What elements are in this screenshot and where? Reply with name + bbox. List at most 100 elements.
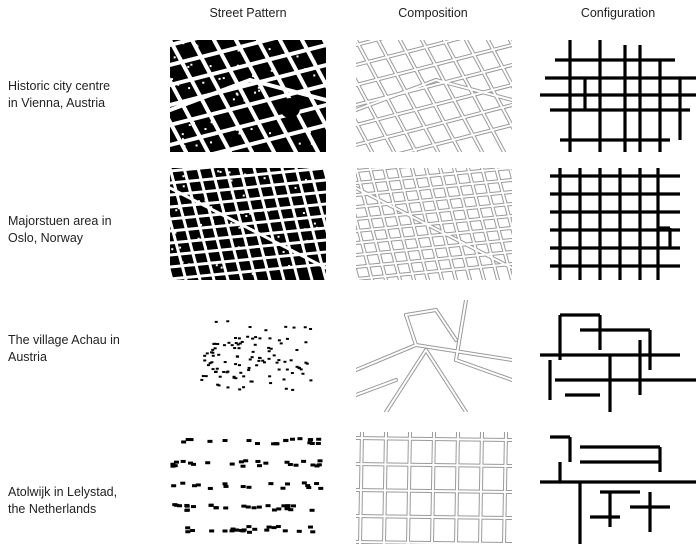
row-label-atolwijk: Atolwijk in Lelystad, the Netherlands bbox=[8, 484, 168, 518]
street-line bbox=[369, 168, 401, 280]
building bbox=[277, 339, 281, 342]
building bbox=[284, 325, 288, 328]
courtyard bbox=[304, 68, 307, 71]
courtyard bbox=[269, 220, 272, 223]
building bbox=[301, 481, 307, 485]
building bbox=[281, 504, 287, 508]
building bbox=[268, 337, 272, 340]
courtyard bbox=[242, 194, 245, 197]
building bbox=[236, 355, 240, 358]
building bbox=[238, 528, 244, 532]
building bbox=[284, 387, 288, 390]
building bbox=[203, 359, 207, 362]
courtyard bbox=[174, 231, 177, 234]
building bbox=[210, 361, 214, 364]
building bbox=[280, 486, 286, 490]
building bbox=[275, 361, 279, 364]
building bbox=[285, 507, 291, 511]
courtyard bbox=[238, 226, 241, 229]
courtyard bbox=[211, 219, 214, 222]
building bbox=[252, 527, 258, 531]
composition-map-achau bbox=[356, 300, 512, 412]
building bbox=[177, 504, 183, 508]
building bbox=[236, 343, 240, 346]
courtyard bbox=[235, 92, 238, 95]
building bbox=[307, 525, 313, 529]
courtyard bbox=[210, 206, 213, 209]
building bbox=[269, 347, 273, 350]
building bbox=[267, 357, 271, 360]
building bbox=[216, 343, 220, 346]
building bbox=[261, 359, 265, 362]
courtyard bbox=[259, 209, 262, 212]
building bbox=[256, 464, 262, 468]
building bbox=[255, 459, 261, 463]
street-line bbox=[425, 168, 457, 280]
courtyard bbox=[188, 263, 191, 266]
building bbox=[257, 359, 261, 362]
row-label-line: Oslo, Norway bbox=[8, 231, 84, 245]
building bbox=[200, 378, 204, 381]
building bbox=[246, 485, 252, 489]
street-line bbox=[481, 168, 512, 280]
building bbox=[195, 483, 201, 487]
courtyard bbox=[182, 42, 185, 45]
building bbox=[318, 486, 324, 490]
street-line bbox=[385, 349, 427, 412]
building bbox=[246, 335, 250, 338]
courtyard bbox=[281, 53, 284, 56]
row-label-line: Historic city centre bbox=[8, 79, 111, 93]
building bbox=[237, 364, 241, 367]
composition-drawing bbox=[356, 432, 512, 544]
courtyard bbox=[181, 261, 184, 264]
courtyard bbox=[219, 170, 222, 173]
courtyard bbox=[236, 175, 239, 178]
courtyard bbox=[271, 185, 274, 188]
courtyard bbox=[270, 69, 273, 72]
street-line bbox=[425, 349, 467, 412]
courtyard bbox=[187, 65, 190, 68]
row-label-vienna: Historic city centre in Vienna, Austria bbox=[8, 78, 168, 112]
courtyard bbox=[309, 131, 312, 134]
street-line bbox=[170, 214, 326, 233]
building bbox=[258, 356, 262, 359]
building bbox=[289, 359, 293, 362]
street-line bbox=[356, 120, 373, 152]
street-line bbox=[455, 359, 512, 381]
configuration-drawing bbox=[540, 40, 696, 152]
building bbox=[171, 484, 177, 488]
building bbox=[271, 526, 277, 530]
courtyard bbox=[177, 83, 180, 86]
street-pattern-map-oslo bbox=[170, 168, 326, 280]
building bbox=[317, 459, 323, 463]
street-pattern-drawing bbox=[200, 320, 313, 391]
row-label-line: in Vienna, Austria bbox=[8, 96, 106, 110]
street-pattern-map-atolwijk bbox=[170, 432, 326, 544]
building bbox=[223, 506, 229, 510]
building bbox=[297, 437, 303, 441]
street-line bbox=[487, 40, 512, 87]
courtyard bbox=[313, 222, 316, 225]
street-line bbox=[405, 309, 437, 316]
street-line bbox=[356, 227, 512, 244]
building bbox=[174, 503, 180, 507]
building bbox=[265, 504, 271, 508]
building bbox=[208, 362, 212, 365]
building bbox=[310, 530, 316, 534]
building bbox=[233, 336, 237, 339]
row-label-oslo: Majorstuen area in Oslo, Norway bbox=[8, 213, 168, 247]
building bbox=[215, 367, 219, 370]
row-label-achau: The village Achau in Austria bbox=[8, 332, 168, 366]
courtyard bbox=[204, 199, 207, 202]
courtyard bbox=[249, 212, 252, 215]
cathedral-block bbox=[280, 98, 300, 118]
courtyard bbox=[204, 246, 207, 249]
courtyard bbox=[245, 215, 248, 218]
building bbox=[316, 463, 322, 467]
street-line bbox=[170, 103, 326, 147]
configuration-drawing bbox=[550, 168, 680, 280]
courtyard bbox=[237, 49, 240, 52]
street-line bbox=[356, 489, 512, 493]
street-line bbox=[170, 226, 326, 245]
row-label-line: Majorstuen area in bbox=[8, 214, 112, 228]
